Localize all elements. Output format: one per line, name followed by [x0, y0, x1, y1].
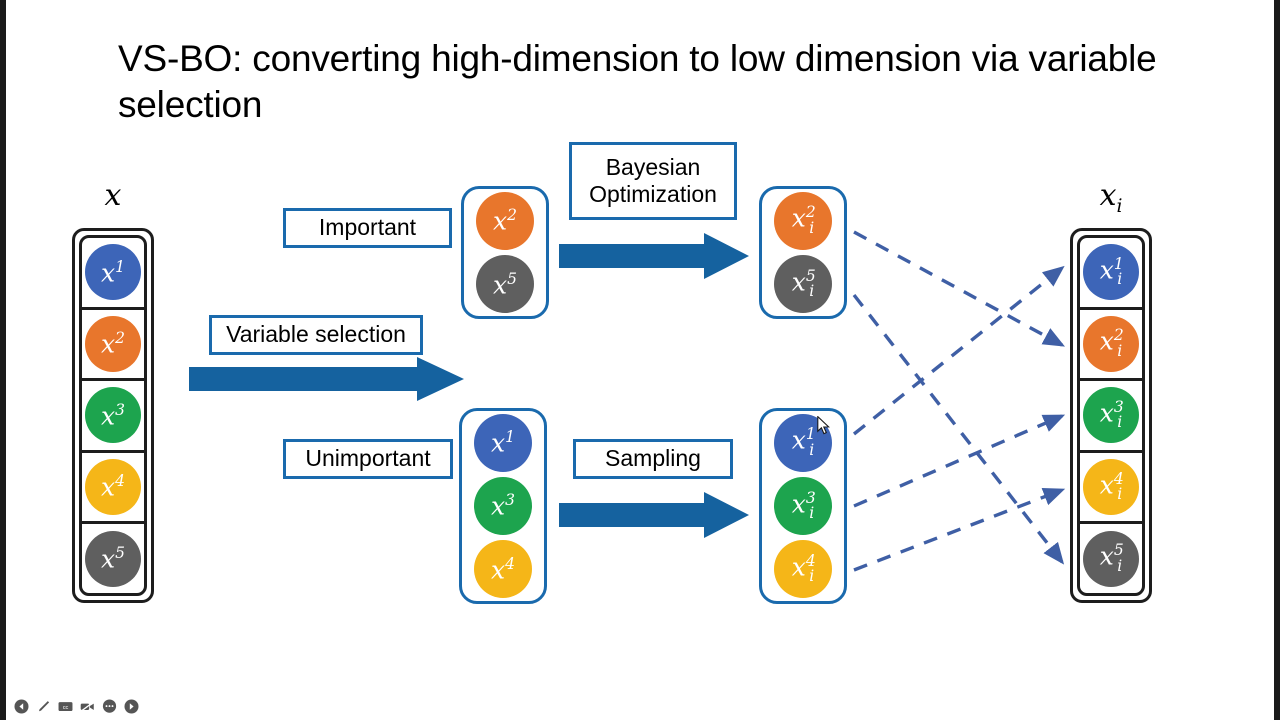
- variable-symbol: x3i: [1099, 398, 1124, 432]
- mapping-arrow-xi1: [852, 265, 1065, 436]
- mapping-arrow-xi3: [853, 414, 1066, 508]
- mouse-cursor: [817, 416, 830, 435]
- closed-caption-icon[interactable]: cc: [58, 699, 73, 714]
- mapping-arrow-xi5: [852, 293, 1065, 565]
- variable-symbol: x1i: [791, 425, 816, 459]
- output-column-header: xi: [1099, 178, 1123, 217]
- sampling-arrow: [559, 492, 749, 538]
- variable-dot[interactable]: x1i: [1083, 244, 1139, 301]
- variable-dot[interactable]: x2i: [1083, 315, 1139, 372]
- presentation-toolbar[interactable]: cc: [14, 699, 139, 714]
- variable-symbol: x1: [101, 257, 125, 287]
- output-vector-cell[interactable]: x4i: [1080, 453, 1142, 525]
- unimportant-variables-sampled-group: x1i x3i x4i: [759, 408, 847, 604]
- variable-symbol: x3i: [791, 488, 816, 522]
- output-vector-inner: x1i x2i x3i x4i x5i: [1077, 235, 1145, 596]
- variable-dot[interactable]: x3: [474, 476, 532, 535]
- input-vector-cell[interactable]: x4: [82, 453, 144, 525]
- input-vector-cell[interactable]: x5: [82, 524, 144, 593]
- sampling-label-box: Sampling: [573, 439, 733, 479]
- important-label-box: Important: [283, 208, 452, 248]
- variable-dot[interactable]: x5: [476, 255, 534, 314]
- variable-symbol: x4i: [1099, 469, 1124, 503]
- important-label: Important: [318, 214, 417, 241]
- variable-dot[interactable]: x2: [85, 315, 141, 372]
- variable-symbol: x3: [101, 400, 125, 431]
- variable-dot[interactable]: x4: [474, 540, 532, 599]
- variable-dot[interactable]: x3i: [1083, 387, 1139, 444]
- important-variables-group: x2 x5: [461, 186, 549, 319]
- variable-dot[interactable]: x2: [476, 191, 534, 250]
- next-slide-icon[interactable]: [124, 699, 139, 714]
- variable-symbol: x1i: [1099, 254, 1124, 289]
- variable-dot[interactable]: x1: [474, 413, 532, 472]
- unimportant-variables-group: x1 x3 x4: [459, 408, 547, 604]
- variable-symbol: x5: [493, 269, 517, 299]
- variable-dot[interactable]: x4i: [1083, 459, 1139, 516]
- input-vector-inner: x1 x2 x3 x4 x5: [79, 235, 147, 596]
- variable-symbol: x3: [491, 491, 515, 521]
- input-vector-cell[interactable]: x1: [82, 238, 144, 310]
- mapping-arrow-xi4: [853, 488, 1066, 572]
- variable-symbol: x4i: [791, 551, 816, 586]
- variable-symbol: x4: [101, 472, 125, 502]
- input-vector-cell[interactable]: x2: [82, 310, 144, 382]
- chat-icon[interactable]: [102, 699, 117, 714]
- previous-slide-icon[interactable]: [14, 699, 29, 714]
- mapping-arrow-xi2: [853, 230, 1065, 347]
- unimportant-label: Unimportant: [305, 445, 431, 472]
- variable-selection-label-box: Variable selection: [209, 315, 423, 355]
- output-vector-stack: x1i x2i x3i x4i x5i: [1070, 228, 1152, 603]
- variable-dot[interactable]: x3i: [774, 476, 832, 535]
- input-vector-cell[interactable]: x3: [82, 381, 144, 453]
- variable-symbol: x5: [101, 544, 125, 574]
- variable-dot[interactable]: x5i: [774, 255, 832, 314]
- svg-text:cc: cc: [63, 705, 69, 711]
- variable-symbol: x2: [101, 329, 125, 359]
- variable-symbol: x2: [493, 206, 517, 236]
- output-header-symbol: x: [1099, 178, 1117, 213]
- pen-icon[interactable]: [36, 699, 51, 714]
- variable-symbol: x2i: [791, 203, 816, 237]
- important-variables-optimized-group: x2i x5i: [759, 186, 847, 319]
- variable-selection-arrow: [189, 357, 464, 401]
- variable-symbol: x5i: [1099, 541, 1124, 575]
- variable-dot[interactable]: x2i: [774, 191, 832, 250]
- variable-dot[interactable]: x5: [85, 530, 141, 587]
- variable-symbol: x5i: [791, 266, 816, 301]
- video-off-icon[interactable]: [80, 699, 95, 714]
- variable-symbol: x2i: [1099, 326, 1124, 360]
- variable-dot[interactable]: x3: [85, 387, 141, 444]
- input-header-symbol: x: [104, 178, 122, 213]
- input-column-header: x: [72, 178, 154, 213]
- output-vector-cell[interactable]: x2i: [1080, 310, 1142, 382]
- variable-dot[interactable]: x4: [85, 459, 141, 516]
- variable-symbol: x4: [491, 554, 515, 584]
- bayesian-optimization-label-box: Bayesian Optimization: [569, 142, 737, 220]
- bayesian-optimization-label-line2: Optimization: [589, 181, 717, 207]
- page-title: VS-BO: converting high-dimension to low …: [118, 38, 1157, 125]
- bayesian-optimization-label-line1: Bayesian: [605, 153, 701, 180]
- bayesian-optimization-arrow: [559, 233, 749, 279]
- output-vector-cell[interactable]: x1i: [1080, 238, 1142, 310]
- unimportant-label-box: Unimportant: [283, 439, 453, 479]
- variable-selection-label: Variable selection: [226, 321, 406, 348]
- variable-symbol: x1: [491, 427, 515, 458]
- variable-dot[interactable]: x1: [85, 244, 141, 301]
- output-vector-cell[interactable]: x5i: [1080, 524, 1142, 593]
- output-vector-cell[interactable]: x3i: [1080, 381, 1142, 453]
- input-vector-stack: x1 x2 x3 x4 x5: [72, 228, 154, 603]
- sampling-label: Sampling: [605, 445, 701, 472]
- variable-dot[interactable]: x5i: [1083, 530, 1139, 587]
- variable-dot[interactable]: x4i: [774, 540, 832, 599]
